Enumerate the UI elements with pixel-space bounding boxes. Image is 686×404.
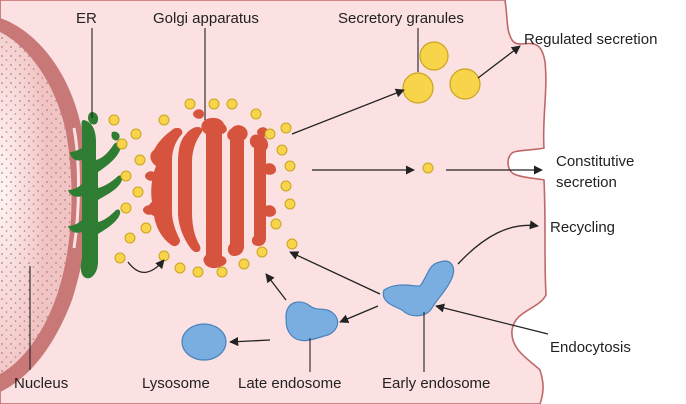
arrow-early-to-golgi	[289, 251, 381, 295]
label-recycling: Recycling	[550, 219, 615, 236]
pathway-arrows	[127, 45, 549, 347]
label-golgi-apparatus: Golgi apparatus	[153, 10, 259, 27]
transport-vesicles	[108, 98, 434, 278]
label-early-endosome: Early endosome	[382, 375, 490, 392]
label-constitutive-line1: Constitutive	[556, 153, 634, 170]
late-endosome	[285, 301, 339, 342]
label-secretory-granules: Secretory granules	[338, 10, 464, 27]
arrow-late-to-lysosome	[229, 337, 271, 347]
endoplasmic-reticulum	[68, 112, 123, 279]
nuclear-pore-gap	[72, 127, 80, 249]
chromatin-dots	[0, 32, 72, 374]
lysosome	[181, 323, 227, 361]
label-regulated-secretion: Regulated secretion	[524, 31, 657, 48]
arrow-to-golgi	[265, 273, 287, 301]
label-endocytosis: Endocytosis	[550, 339, 631, 356]
arrow-endocytosis	[435, 303, 549, 335]
label-late-endosome: Late endosome	[238, 375, 341, 392]
label-nucleus: Nucleus	[14, 375, 68, 392]
label-lysosome: Lysosome	[142, 375, 210, 392]
label-er: ER	[76, 10, 97, 27]
leader-lines	[29, 28, 425, 372]
arrow-golgi-to-granules	[291, 88, 405, 135]
arrow-er-to-golgi	[127, 259, 165, 273]
label-constitutive-line2: secretion	[556, 174, 617, 191]
arrow-regulated-secretion	[477, 45, 521, 79]
early-endosome	[382, 260, 455, 317]
arrow-early-to-late	[339, 305, 379, 324]
arrow-recycling	[457, 220, 539, 265]
secretory-granules	[402, 41, 481, 104]
golgi-apparatus	[143, 109, 276, 269]
